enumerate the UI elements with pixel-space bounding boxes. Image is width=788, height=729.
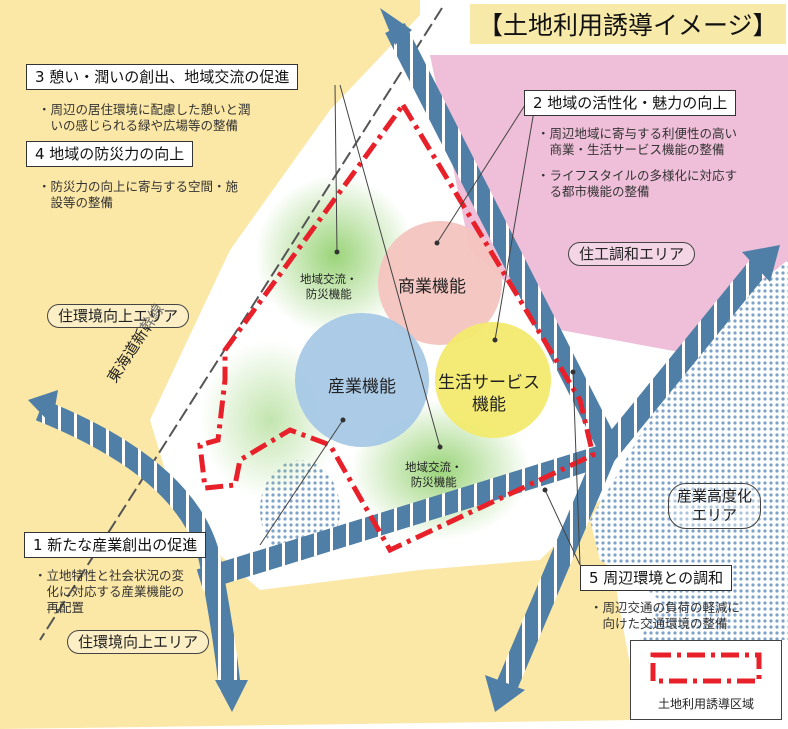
policy-4-bullet-2: 設等の整備	[38, 195, 114, 210]
area-industrial-upgrade: 産業高度化 エリア	[668, 483, 762, 529]
policy-2-bullet-1: ・周辺地域に寄与する利便性の高い	[537, 126, 738, 141]
greenery-upper	[255, 175, 415, 335]
railway-line	[39, 7, 443, 641]
life-service-circle	[435, 322, 551, 438]
policy-5-bullet-2: 向けた交通環境の整備	[590, 616, 728, 631]
policy-1-bullet-2: 化に対応する産業機能の	[34, 584, 185, 599]
policy-3-heading: 3 憩い・潤いの創出、地域交流の促進	[26, 64, 299, 90]
exchange-lower-line2: 防災機能	[410, 475, 457, 489]
life-service-label: 生活サービス 機能	[438, 372, 540, 416]
policy-2-heading: 2 地域の活性化・魅力の向上	[524, 90, 737, 116]
exchange-lower-line1: 地域交流・	[405, 460, 463, 474]
policy-1-bullet-1: ・立地特性と社会状況の変	[34, 568, 185, 583]
leader-lines	[259, 84, 581, 566]
area-industrial-upgrade-line1: 産業高度化	[677, 487, 753, 505]
legend-label: 土地利用誘導区域	[657, 697, 754, 711]
exchange-label-lower: 地域交流・ 防災機能	[405, 460, 463, 490]
policy-4-heading: 4 地域の防災力の向上	[26, 141, 194, 167]
legend-boundary-swatch	[650, 652, 762, 684]
life-service-line1: 生活サービス	[438, 373, 540, 393]
commerce-circle	[378, 221, 502, 345]
policy-1-heading: 1 新たな産業創出の促進	[24, 532, 207, 558]
policy-5-bullet-1: ・周辺交通の負荷の軽減に	[590, 600, 741, 615]
residential-area-bottom	[0, 420, 640, 729]
policy-1-bullet-3: 再配置	[34, 600, 85, 615]
legend: 土地利用誘導区域	[630, 640, 782, 720]
policy-2-bullet-3: ・ライフスタイルの多様化に対応す	[537, 168, 738, 183]
road-arrows	[28, 8, 780, 712]
policy-3-bullet-1: ・周辺の居住環境に配慮した憩いと潤	[38, 102, 251, 117]
industrial-upgrade-area	[590, 260, 788, 640]
area-harmony: 住工調和エリア	[568, 242, 696, 266]
residential-area-left	[0, 0, 330, 420]
policy-5-heading: 5 周辺環境との調和	[580, 565, 733, 591]
exchange-label-upper: 地域交流・ 防災機能	[300, 272, 358, 302]
exchange-upper-line1: 地域交流・	[300, 272, 358, 286]
page-title: 【土地利用誘導イメージ】	[470, 4, 786, 44]
life-service-line2: 機能	[472, 395, 506, 415]
policy-4-bullet-1: ・防災力の向上に寄与する空間・施	[38, 179, 239, 194]
policy-2-bullet-4: る都市機能の整備	[537, 184, 650, 199]
area-residential-upper: 住環境向上エリア	[47, 304, 190, 328]
industry-label: 産業機能	[328, 377, 396, 397]
policy-3-bullet-2: いの感じられる緑や広場等の整備	[38, 118, 239, 133]
commerce-label: 商業機能	[398, 277, 466, 297]
land-use-boundary	[197, 100, 596, 554]
leader-dots	[334, 240, 576, 493]
exchange-upper-line2: 防災機能	[305, 287, 352, 301]
policy-2-bullet-2: 商業・生活サービス機能の整備	[537, 142, 725, 157]
industry-circle	[295, 313, 429, 447]
area-residential-lower: 住環境向上エリア	[67, 630, 210, 654]
area-industrial-upgrade-line2: エリア	[692, 506, 738, 524]
